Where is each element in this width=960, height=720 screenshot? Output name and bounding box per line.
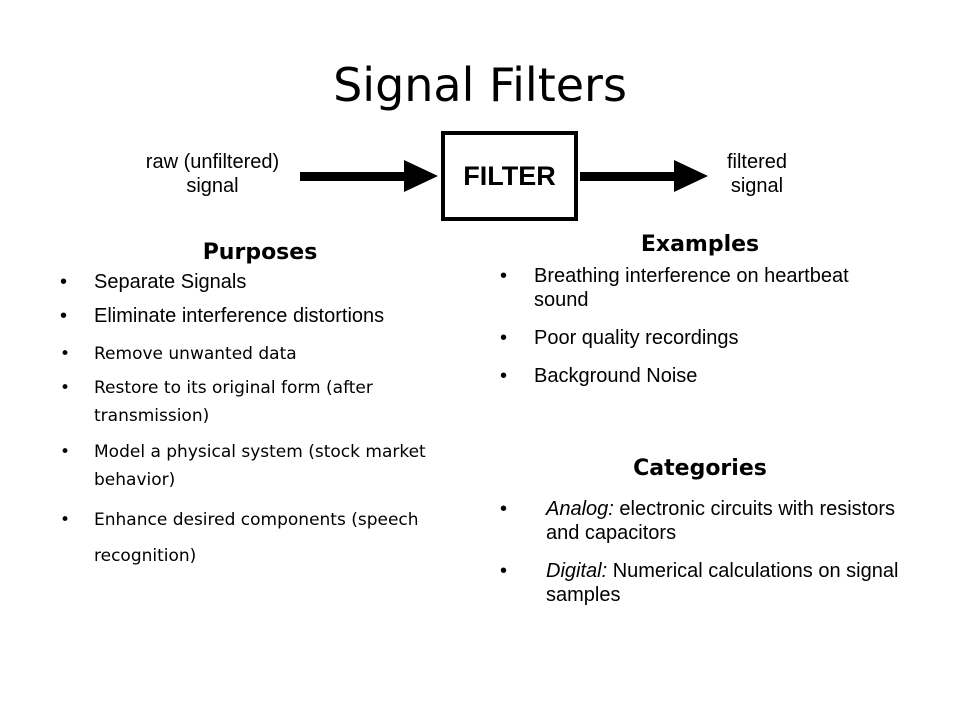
categories-heading: Categories xyxy=(633,456,767,481)
output-signal-label: filtered signal xyxy=(726,151,788,197)
filter-box: FILTER xyxy=(441,131,578,221)
purposes-heading: Purposes xyxy=(202,240,318,265)
list-item: • Analog: electronic circuits with resis… xyxy=(500,498,896,544)
list-item: • Restore to its original form (after tr… xyxy=(60,374,460,430)
list-item: • Background Noise xyxy=(500,365,698,387)
list-item: • Remove unwanted data xyxy=(60,340,460,368)
list-item: • Eliminate interference distortions xyxy=(60,305,385,327)
list-item: • Digital: Numerical calculations on sig… xyxy=(500,560,899,606)
category-term: Digital: xyxy=(546,560,608,582)
list-item: • Poor quality recordings xyxy=(500,327,739,349)
list-item: • Separate Signals xyxy=(60,271,247,293)
bullet-icon: • xyxy=(500,365,508,387)
input-signal-label: raw (unfiltered) signal xyxy=(145,151,280,197)
list-item: • Model a physical system (stock market … xyxy=(60,438,460,494)
bullet-icon: • xyxy=(60,344,71,364)
purposes-list: • Separate Signals • Eliminate interfere… xyxy=(60,270,460,574)
filter-diagram: raw (unfiltered) signal FILTER filtered … xyxy=(0,0,960,240)
list-item: • Breathing interference on heartbeat so… xyxy=(500,265,849,311)
category-term: Analog: xyxy=(546,498,614,520)
examples-heading: Examples xyxy=(640,232,760,257)
bullet-icon: • xyxy=(60,378,71,398)
slide-title: Signal Filters xyxy=(333,58,627,112)
bullet-icon: • xyxy=(60,442,71,462)
list-item: • Enhance desired components (speech rec… xyxy=(60,502,460,574)
bullet-icon: • xyxy=(500,327,508,349)
bullet-icon: • xyxy=(500,498,508,520)
categories-list: • Analog: electronic circuits with resis… xyxy=(500,497,920,607)
bullet-icon: • xyxy=(60,510,71,530)
bullet-icon: • xyxy=(500,265,508,287)
examples-list: • Breathing interference on heartbeat so… xyxy=(500,264,900,388)
bullet-icon: • xyxy=(60,271,68,293)
bullet-icon: • xyxy=(60,305,68,327)
bullet-icon: • xyxy=(500,560,508,582)
filter-label: FILTER xyxy=(463,160,556,191)
